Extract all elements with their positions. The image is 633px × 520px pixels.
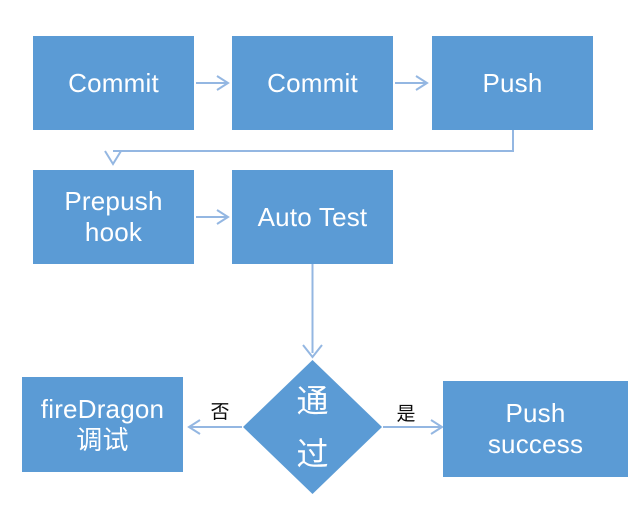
node-firedragon-debug-label-line1: fireDragon xyxy=(40,393,165,424)
node-push-success-label-line2: success xyxy=(487,429,584,459)
node-push: Push xyxy=(432,36,593,130)
node-commit-2: Commit xyxy=(232,36,393,130)
node-push-label: Push xyxy=(482,67,543,98)
node-auto-test: Auto Test xyxy=(232,170,393,264)
node-commit-1: Commit xyxy=(33,36,194,130)
arrow-decision-to-firedragon xyxy=(187,419,242,435)
node-prepush-hook-label-line2: hook xyxy=(84,217,143,247)
arrow-decision-to-pushsuccess xyxy=(383,419,444,435)
node-prepush-hook: Prepush hook xyxy=(33,170,194,264)
node-commit-2-label: Commit xyxy=(267,67,358,98)
node-push-success-label-line1: Push xyxy=(505,398,566,428)
node-decision-pass: 通 过 xyxy=(243,360,382,494)
node-auto-test-label: Auto Test xyxy=(257,201,368,232)
arrow-autotest-to-decision xyxy=(302,264,323,359)
node-decision-pass-label-line2: 过 xyxy=(296,435,329,472)
arrow-commit2-to-push xyxy=(395,75,429,91)
node-commit-1-label: Commit xyxy=(68,67,159,98)
decision-diamond xyxy=(243,360,382,494)
branch-label-yes: 是 xyxy=(396,404,416,425)
arrow-prepush-to-autotest xyxy=(196,209,230,225)
node-firedragon-debug-label-line2: 调试 xyxy=(76,424,129,455)
node-firedragon-debug: fireDragon 调试 xyxy=(22,377,183,472)
node-push-success: Push success xyxy=(443,381,628,477)
branch-label-no: 否 xyxy=(210,402,230,423)
arrow-push-to-prepush xyxy=(104,130,514,166)
node-prepush-hook-label-line1: Prepush xyxy=(64,186,163,216)
node-decision-pass-label-line1: 通 xyxy=(296,382,329,419)
arrow-commit1-to-commit2 xyxy=(196,75,230,91)
